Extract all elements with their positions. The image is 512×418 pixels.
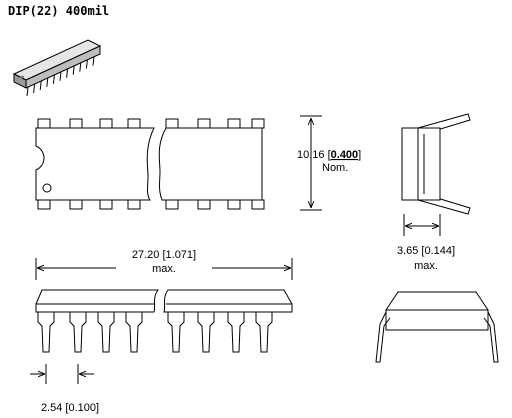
bottom-pin [127, 199, 141, 210]
pin1-marker [42, 183, 52, 193]
top-pin [99, 118, 113, 129]
side-lead [69, 311, 87, 353]
thumb-leg [66, 68, 69, 78]
end-elevation-view [375, 291, 499, 363]
height-max-label: max. [414, 260, 438, 272]
thumb-leg [92, 56, 95, 66]
top-pin [165, 118, 179, 129]
side-lead [197, 311, 215, 353]
thumb-leg [46, 77, 49, 87]
end-view: 3.65 [0.144] max. [397, 113, 471, 272]
bottom-pin [165, 199, 179, 210]
thumb-leg [39, 80, 42, 90]
pitch-dimension-label: 2.54 [0.100] [41, 402, 99, 414]
bottom-pin [227, 199, 241, 210]
body-right-section [158, 127, 263, 201]
thumb-leg [59, 71, 62, 81]
side-lead [125, 311, 143, 353]
top-pin [69, 118, 83, 129]
side-lead [255, 311, 273, 353]
thumb-leg [52, 74, 55, 84]
bottom-pin [251, 199, 265, 210]
height-dimension-label: 3.65 [0.144] [397, 245, 455, 257]
side-lead [227, 311, 245, 353]
thumb-leg [79, 62, 82, 72]
side-view: 2.54 [0.100] [30, 289, 293, 414]
top-pin [37, 118, 51, 129]
top-pin [251, 118, 265, 129]
chip-3d-icon [12, 39, 102, 97]
side-lead [167, 311, 185, 353]
bottom-pin [69, 199, 83, 210]
top-view: 10.16 [0.400] Nom. [35, 115, 361, 211]
width-dimension-label: 10.16 [0.400] [297, 149, 361, 161]
thumb-leg [85, 59, 88, 69]
package-title: DIP(22) 400mil [8, 4, 110, 18]
bottom-pin [37, 199, 51, 210]
bottom-pin [197, 199, 211, 210]
thumb-leg [33, 83, 36, 94]
length-max-label: max. [152, 263, 176, 275]
top-pin [127, 118, 141, 129]
side-lead [97, 311, 115, 353]
length-dimension: 27.20 [1.071] max. [35, 249, 293, 280]
length-dimension-label: 27.20 [1.071] [132, 249, 196, 261]
side-lead [37, 311, 55, 353]
top-pin [227, 118, 241, 129]
body-left-section [35, 127, 155, 201]
thumb-leg [72, 65, 75, 75]
thumb-leg [26, 86, 29, 97]
top-pin [197, 118, 211, 129]
bottom-pin [99, 199, 113, 210]
width-nom-label: Nom. [322, 162, 348, 174]
